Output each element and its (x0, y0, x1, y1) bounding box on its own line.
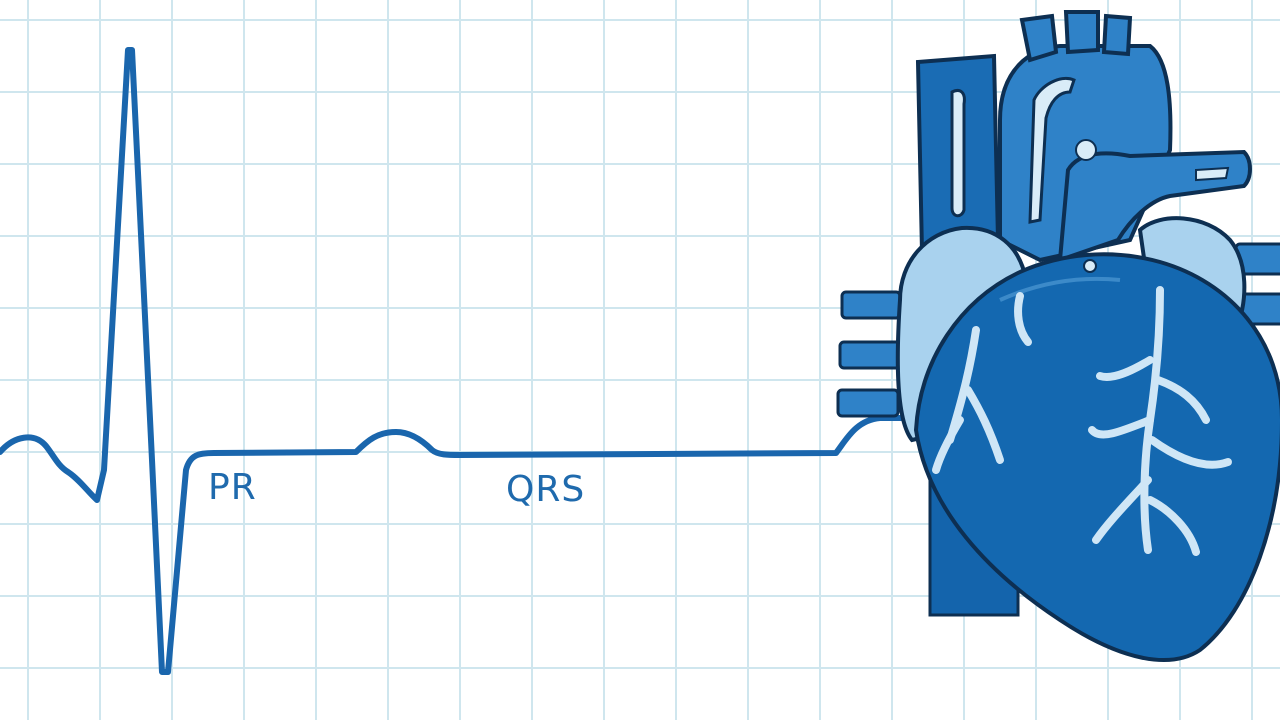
pr-label: PR (208, 467, 257, 508)
coronary-arteries (932, 286, 1232, 556)
qrs-label: QRS (506, 469, 586, 510)
aortic-branches (1019, 10, 1133, 63)
pulmonary-veins-left (836, 290, 902, 418)
ventricles (913, 252, 1280, 662)
ecg-trace-line (0, 47, 923, 675)
